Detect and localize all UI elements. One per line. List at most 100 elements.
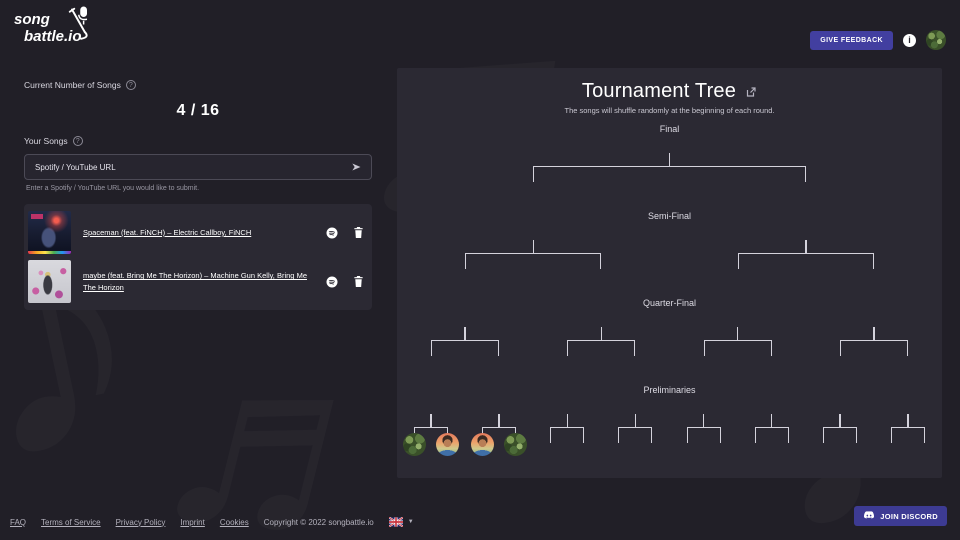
app-logo[interactable]: song battle.io — [14, 6, 88, 46]
album-art — [28, 260, 71, 303]
song-count-label: Current Number of Songs — [24, 80, 121, 90]
match-slot — [874, 414, 942, 443]
match-slot — [397, 153, 942, 182]
join-discord-button[interactable]: JOIN DISCORD — [854, 506, 947, 526]
song-count-label-row: Current Number of Songs ? — [24, 80, 372, 90]
bracket-stem-line — [702, 414, 705, 427]
match-bracket — [403, 414, 460, 456]
help-icon[interactable]: ? — [125, 80, 136, 90]
bracket-lines — [839, 340, 908, 356]
bracket-lines — [550, 427, 585, 443]
match-bracket — [754, 414, 789, 443]
match-slot — [670, 327, 806, 356]
bracket-lines — [890, 427, 925, 443]
round-label: Final — [659, 124, 680, 134]
song-title-link[interactable]: Spaceman (feat. FiNCH) – Electric Callbo… — [83, 227, 252, 237]
bracket-lines — [754, 427, 789, 443]
logo-line-1: song — [14, 11, 50, 28]
bracket-stem-line — [839, 414, 841, 427]
external-link-icon[interactable] — [745, 86, 757, 98]
match-bracket — [465, 240, 602, 269]
bracket-lines — [703, 340, 772, 356]
bracket-stem-line — [464, 327, 466, 340]
song-actions — [326, 226, 364, 239]
bracket-stem-line — [430, 414, 432, 427]
bracket-lines — [431, 340, 500, 356]
url-input-wrap — [24, 154, 372, 180]
song-url-input[interactable] — [24, 154, 372, 180]
footer: FAQ Terms of Service Privacy Policy Imprint… — [10, 517, 414, 527]
bracket-lines — [567, 340, 636, 356]
submit-url-button[interactable] — [350, 160, 364, 174]
user-avatar[interactable] — [926, 30, 946, 50]
match-slot — [397, 414, 465, 456]
footer-link[interactable]: FAQ — [10, 517, 27, 527]
discord-icon — [864, 511, 875, 519]
give-feedback-button[interactable]: GIVE FEEDBACK — [810, 30, 893, 50]
album-art — [28, 211, 71, 254]
delete-song-icon[interactable] — [352, 275, 364, 288]
match-bracket — [618, 414, 653, 443]
send-arrow-icon — [352, 163, 361, 171]
chevron-down-icon: ▼ — [407, 519, 414, 525]
join-discord-label: JOIN DISCORD — [880, 511, 938, 521]
bracket-lines — [403, 427, 460, 456]
language-selector[interactable]: ▼ — [388, 517, 414, 527]
tournament-title: Tournament Tree — [581, 80, 737, 102]
tournament-subtitle: The songs will shuffle randomly at the b… — [564, 106, 775, 115]
url-helper-text: Enter a Spotify / YouTube URL you would … — [26, 185, 200, 192]
tournament-tree-panel: Tournament Tree The songs will shuffle r… — [397, 68, 942, 478]
songs-panel: Current Number of Songs ? 4 / 16 Your So… — [24, 80, 372, 310]
match-slot — [601, 414, 669, 443]
bracket-lines — [471, 427, 528, 456]
match-slot — [670, 240, 943, 269]
copyright-text: Copyright © 2022 songbattle.io — [263, 517, 374, 527]
help-icon[interactable]: ? — [72, 136, 83, 146]
bracket-stem-line — [532, 240, 534, 253]
match-bracket — [737, 240, 874, 269]
bracket-lines — [465, 253, 602, 269]
match-bracket — [890, 414, 925, 443]
round-label: Semi-Final — [647, 211, 691, 221]
your-songs-label: Your Songs — [24, 136, 68, 146]
match-slot — [806, 414, 874, 443]
footer-link[interactable]: Terms of Service — [41, 517, 101, 527]
match-slot — [670, 414, 738, 443]
bracket-lines — [737, 253, 874, 269]
footer-links: FAQ Terms of Service Privacy Policy Imprint… — [10, 518, 249, 527]
bracket-stem-line — [668, 153, 671, 166]
bracket-stem-line — [498, 414, 500, 427]
song-title-link[interactable]: maybe (feat. Bring Me The Horizon) – Mac… — [83, 271, 307, 292]
footer-link[interactable]: Imprint — [180, 517, 205, 527]
match-slot — [397, 327, 533, 356]
match-bracket — [822, 414, 857, 443]
bracket-lines — [533, 166, 806, 182]
spotify-icon[interactable] — [326, 275, 338, 288]
delete-song-icon[interactable] — [352, 226, 364, 239]
contestant-avatar — [436, 433, 460, 456]
match-bracket — [686, 414, 721, 443]
contestant-avatar — [504, 433, 528, 456]
round-row — [397, 153, 942, 182]
bracket-stem-line — [566, 414, 569, 427]
round-row — [397, 414, 942, 456]
match-bracket — [431, 327, 500, 356]
footer-link[interactable]: Cookies — [219, 517, 249, 527]
uk-flag-icon — [388, 517, 403, 527]
match-slot — [806, 327, 942, 356]
match-bracket — [567, 327, 636, 356]
bracket-stem-line — [805, 240, 807, 253]
bracket-stem-line — [600, 327, 603, 340]
match-bracket — [703, 327, 772, 356]
footer-link[interactable]: Privacy Policy — [115, 517, 166, 527]
round-row — [397, 327, 942, 356]
saxophone-microphone-icon — [68, 6, 88, 40]
match-slot — [533, 327, 669, 356]
bracket-stem-line — [907, 414, 909, 427]
info-icon[interactable]: i — [903, 33, 916, 47]
match-bracket — [550, 414, 585, 443]
round-label: Preliminaries — [643, 385, 696, 395]
spotify-icon[interactable] — [326, 226, 338, 239]
contestant-avatar — [403, 433, 427, 456]
